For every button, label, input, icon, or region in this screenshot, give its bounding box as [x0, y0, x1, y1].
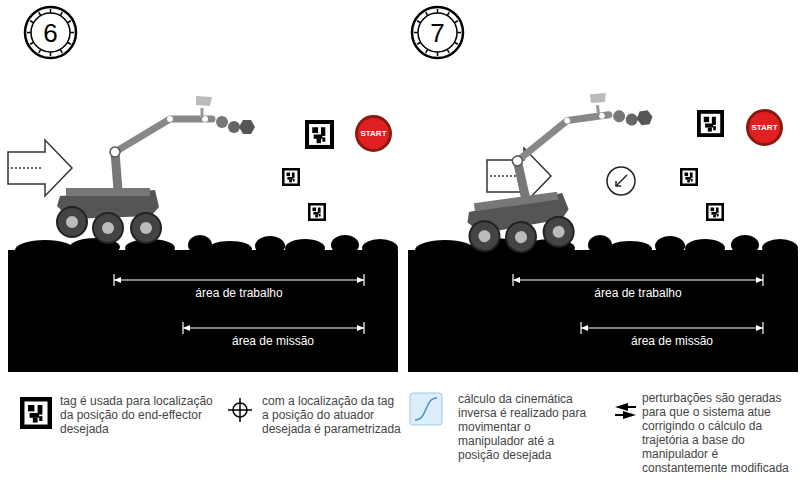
legend-text: com a localização da tag a posição do at…	[262, 394, 402, 436]
legend-text: tag é usada para localização da posição …	[60, 394, 220, 436]
button-label: START	[751, 123, 777, 132]
dimension-label: área de trabalho	[195, 286, 282, 300]
step-number-text: 7	[430, 20, 444, 46]
start-button: START	[355, 115, 392, 152]
start-button: START	[746, 109, 783, 146]
legend-text: perturbações são geradas para que o sist…	[642, 391, 797, 475]
step-number: 7	[410, 5, 465, 60]
step-number-text: 6	[43, 20, 57, 46]
legend-text: cálculo da cinemática inversa é realizad…	[458, 392, 598, 462]
dimension-label: área de trabalho	[594, 286, 681, 300]
dimension-label: área de missão	[232, 334, 314, 348]
button-label: START	[360, 129, 386, 138]
step-number: 6	[23, 5, 78, 60]
dimension-label: área de missão	[631, 334, 713, 348]
